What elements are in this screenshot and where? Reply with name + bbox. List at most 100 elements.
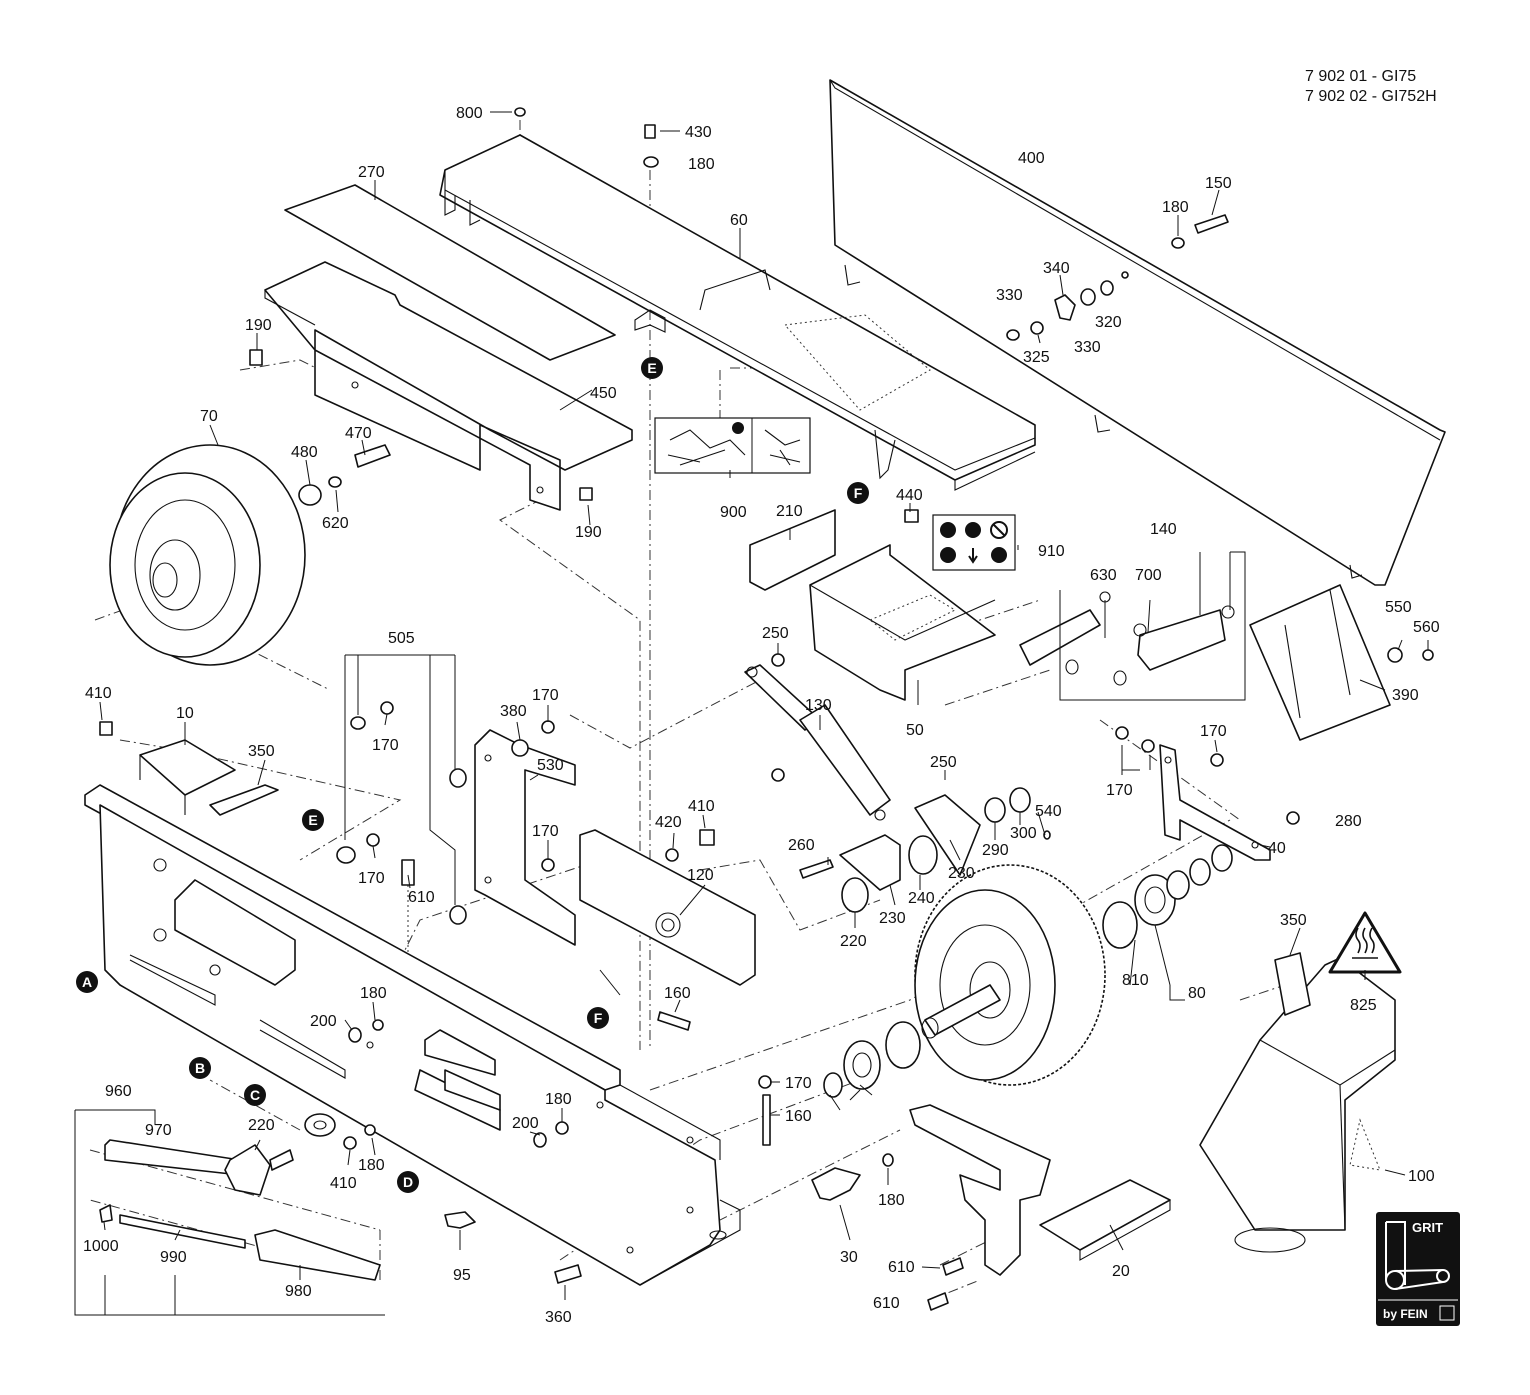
- svg-text:F: F: [594, 1010, 603, 1026]
- label-40: 40: [1268, 840, 1286, 857]
- label-50: 50: [906, 722, 924, 739]
- label-610-b: 610: [888, 1259, 915, 1276]
- label-350-a: 350: [248, 743, 275, 760]
- handle-assembly-part-960: [74, 1109, 385, 1316]
- svg-text:B: B: [195, 1060, 205, 1076]
- label-825: 825: [1350, 997, 1377, 1014]
- manual-icon: [940, 522, 956, 538]
- marker-b: B: [189, 1057, 211, 1079]
- marker-e-frame: E: [302, 809, 324, 831]
- label-200-a: 200: [310, 1013, 337, 1030]
- label-440: 440: [896, 487, 923, 504]
- plate-part-390: [1249, 584, 1391, 741]
- label-30: 30: [840, 1249, 858, 1266]
- label-170-c: 170: [532, 823, 559, 840]
- label-430: 430: [685, 124, 712, 141]
- label-140: 140: [1150, 521, 1177, 538]
- plate-part-210: [749, 509, 836, 591]
- label-150: 150: [1205, 175, 1232, 192]
- label-250-a: 250: [762, 625, 789, 642]
- label-170-a: 170: [372, 737, 399, 754]
- guard-part-450: [264, 261, 633, 511]
- label-210: 210: [776, 503, 803, 520]
- label-320: 320: [1095, 314, 1122, 331]
- sheet-part-270: [284, 184, 616, 361]
- label-190-b: 190: [575, 524, 602, 541]
- label-230-a: 230: [948, 865, 975, 882]
- marker-f-top: F: [847, 482, 869, 504]
- label-990: 990: [160, 1249, 187, 1266]
- label-160-a: 160: [664, 985, 691, 1002]
- label-190-a: 190: [245, 317, 272, 334]
- label-270: 270: [358, 164, 385, 181]
- svg-text:C: C: [250, 1087, 260, 1103]
- rear-panel-part-400: [829, 79, 1446, 586]
- label-60: 60: [730, 212, 748, 229]
- svg-text:D: D: [403, 1174, 413, 1190]
- model-number-gi75: 7 902 01 - GI75: [1305, 68, 1416, 85]
- label-180-b: 180: [1162, 199, 1189, 216]
- label-340: 340: [1043, 260, 1070, 277]
- label-180-f: 180: [878, 1192, 905, 1209]
- label-900: 900: [720, 504, 747, 521]
- label-170-e: 170: [1200, 723, 1227, 740]
- label-sticker-part-900: [654, 417, 811, 474]
- label-220-a: 220: [840, 933, 867, 950]
- label-380: 380: [500, 703, 527, 720]
- label-410-a: 410: [85, 685, 112, 702]
- svg-text:E: E: [647, 360, 656, 376]
- label-70: 70: [200, 408, 218, 425]
- label-410-b: 410: [688, 798, 715, 815]
- label-390: 390: [1392, 687, 1419, 704]
- label-470: 470: [345, 425, 372, 442]
- logo-grit-text: GRIT: [1412, 1220, 1443, 1235]
- plate-part-120: [579, 829, 756, 986]
- label-700: 700: [1135, 567, 1162, 584]
- marker-a: A: [76, 971, 98, 993]
- label-540: 540: [1035, 803, 1062, 820]
- label-350-b: 350: [1280, 912, 1307, 929]
- label-120: 120: [687, 867, 714, 884]
- label-980: 980: [285, 1283, 312, 1300]
- svg-text:A: A: [82, 974, 92, 990]
- label-290: 290: [982, 842, 1009, 859]
- label-550: 550: [1385, 599, 1412, 616]
- grit-by-fein-logo: GRIT by FEIN: [1376, 1212, 1460, 1326]
- label-410-c: 410: [330, 1175, 357, 1192]
- hot-surface-warning-icon: [1328, 911, 1402, 974]
- label-630: 630: [1090, 567, 1117, 584]
- label-800: 800: [456, 105, 483, 122]
- label-260: 260: [788, 837, 815, 854]
- label-1000: 1000: [83, 1238, 119, 1255]
- label-100: 100: [1408, 1168, 1435, 1185]
- label-450: 450: [590, 385, 617, 402]
- svg-text:E: E: [308, 812, 317, 828]
- svg-text:F: F: [854, 485, 863, 501]
- part-labels: 800 430 180 270 60 400 150 180 340 330 3…: [83, 105, 1440, 1326]
- label-910: 910: [1038, 543, 1065, 560]
- label-530: 530: [537, 757, 564, 774]
- marker-d: D: [397, 1171, 419, 1193]
- label-970: 970: [145, 1122, 172, 1139]
- marker-c: C: [244, 1084, 266, 1106]
- label-480: 480: [291, 444, 318, 461]
- fasteners: [99, 107, 1434, 1311]
- label-240: 240: [908, 890, 935, 907]
- leader-lines: [99, 111, 1429, 1300]
- label-330-a: 330: [996, 287, 1023, 304]
- label-610-c: 610: [873, 1295, 900, 1312]
- ear-protection-icon: [991, 547, 1007, 563]
- label-330-b: 330: [1074, 339, 1101, 356]
- label-170-g: 170: [785, 1075, 812, 1092]
- label-610-a: 610: [408, 889, 435, 906]
- label-180-a: 180: [688, 156, 715, 173]
- contact-wheel-part-810: [914, 864, 1106, 1086]
- label-360: 360: [545, 1309, 572, 1326]
- top-cover-part-60: [439, 134, 1036, 491]
- label-250-b: 250: [930, 754, 957, 771]
- wheel-part-70: [109, 444, 306, 666]
- bracket-part-50: [809, 544, 996, 701]
- label-400: 400: [1018, 150, 1045, 167]
- label-170-f: 170: [1106, 782, 1133, 799]
